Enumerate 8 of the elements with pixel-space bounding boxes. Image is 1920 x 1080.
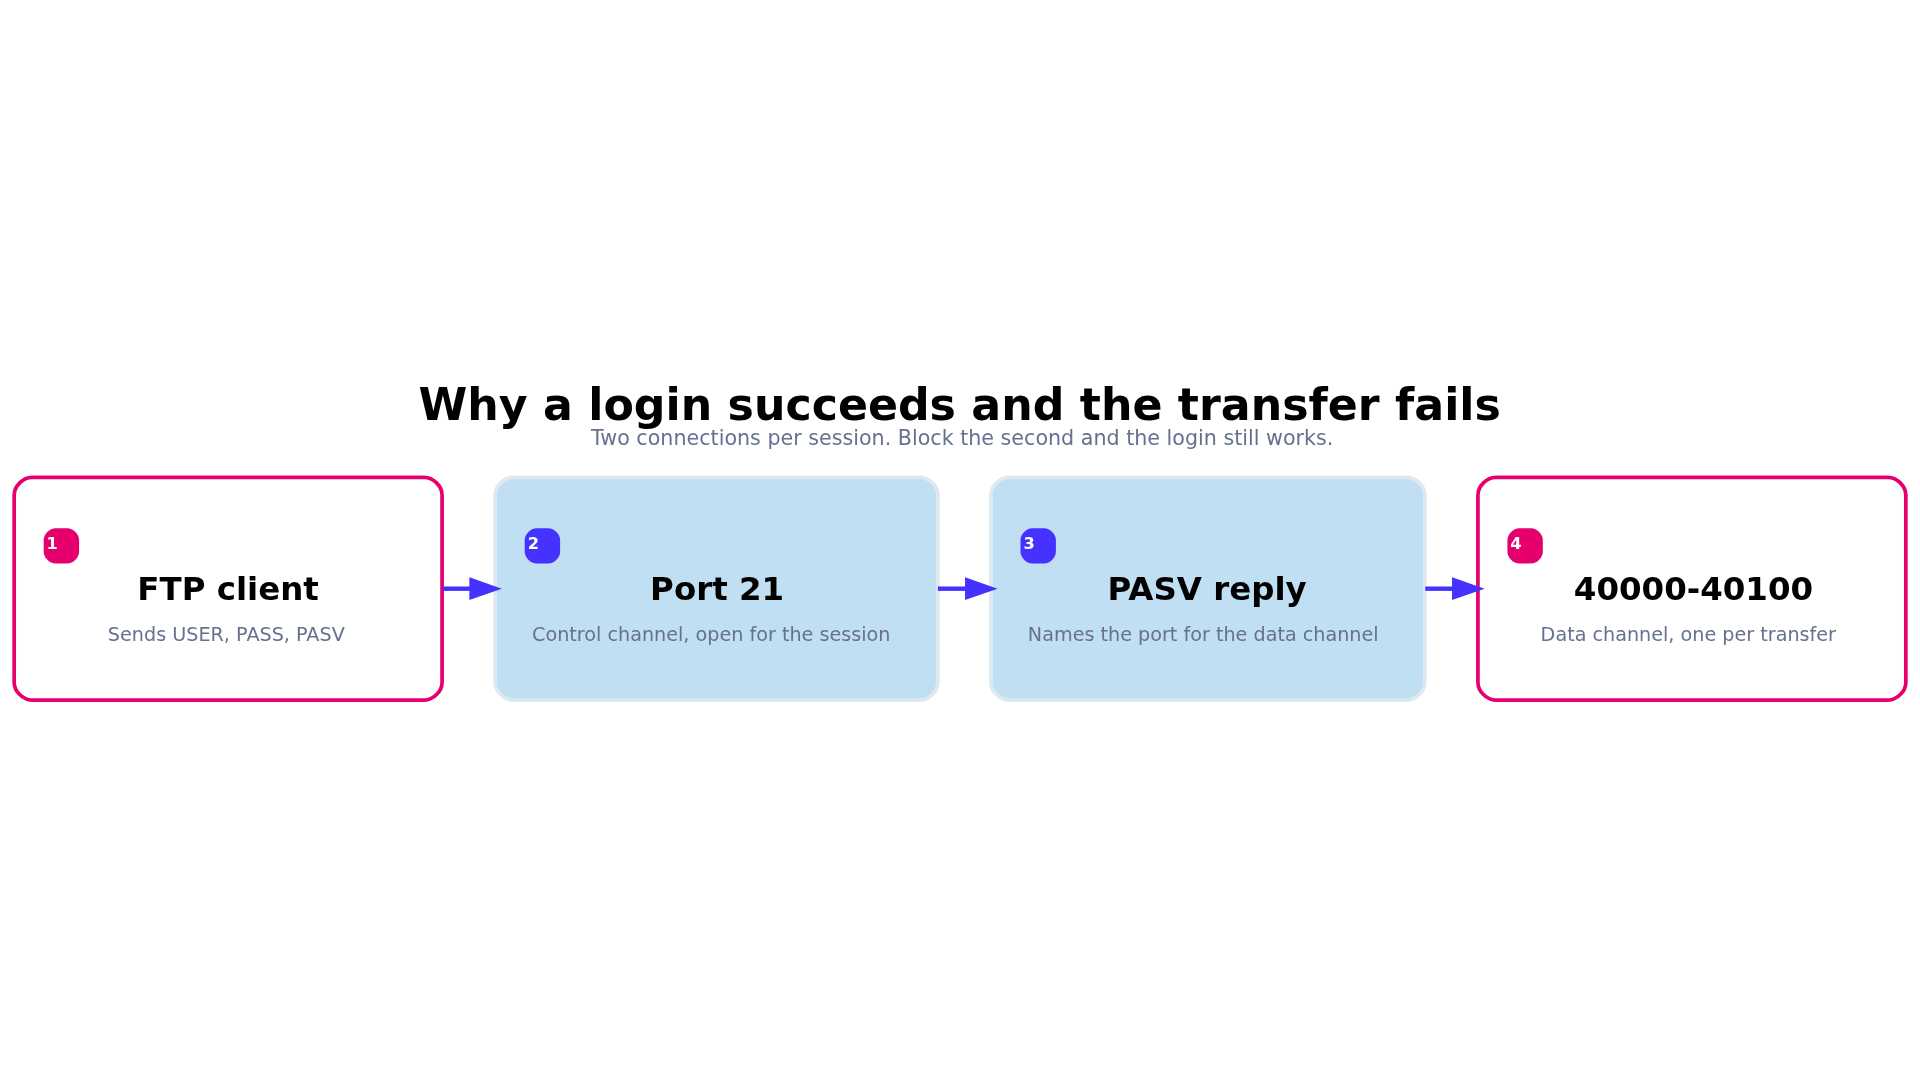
arrow xyxy=(1425,577,1485,601)
node-box: 4 40000-40100 Data channel, one per transfer xyxy=(1476,475,1908,702)
node-box: 2 Port 21 Control channel, open for the session xyxy=(493,475,940,702)
diagram-title: Why a login succeeds and the transfer fails xyxy=(418,378,1501,430)
node-box: 1 FTP client Sends USER, PASS, PASV xyxy=(12,475,444,702)
arrow xyxy=(442,577,502,601)
node-box: 3 PASV reply Names the port for the data channel xyxy=(989,475,1427,702)
arrow xyxy=(937,577,998,601)
